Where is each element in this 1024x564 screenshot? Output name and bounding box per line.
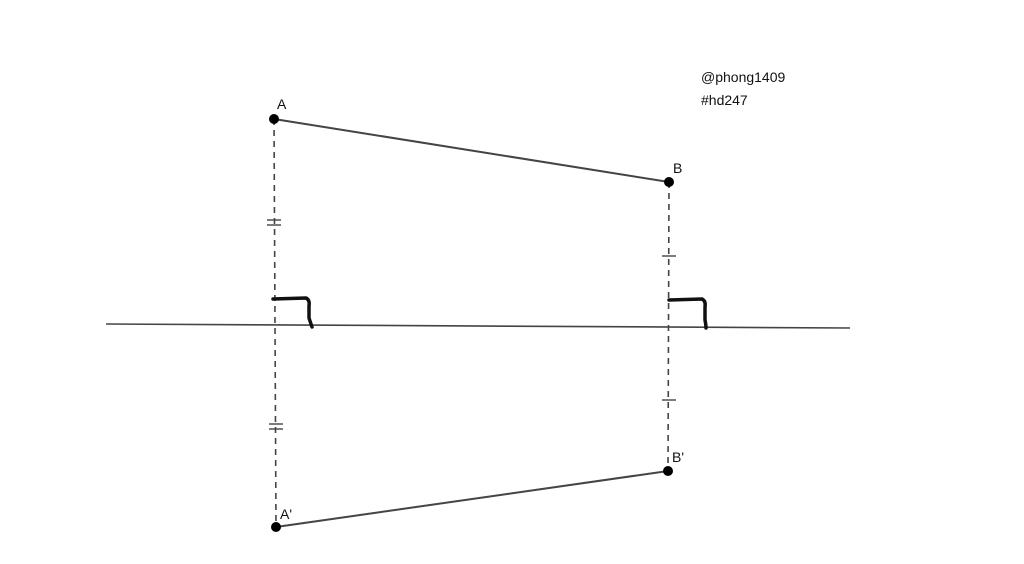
point-a-prime (271, 522, 281, 532)
symmetry-line (105, 323, 851, 329)
label-b-prime: B' (672, 449, 684, 465)
label-b: B (673, 160, 682, 176)
credit-handle: @phong1409 (701, 69, 786, 85)
point-b-prime (663, 466, 673, 476)
double-tick-upper-a (267, 219, 281, 226)
point-b (664, 177, 674, 187)
segment-ab (273, 118, 670, 183)
credit-tag: #hd247 (701, 92, 748, 108)
label-a: A (277, 96, 287, 112)
double-tick-lower-a (269, 423, 283, 430)
label-a-prime: A' (280, 506, 292, 522)
right-angle-mark-a (271, 296, 314, 329)
dashed-line-a-a-prime (273, 118, 277, 528)
point-a (269, 114, 279, 124)
right-angle-mark-b (667, 297, 708, 330)
segment-a-prime-b-prime (275, 470, 669, 528)
dashed-line-b-b-prime (667, 181, 670, 472)
